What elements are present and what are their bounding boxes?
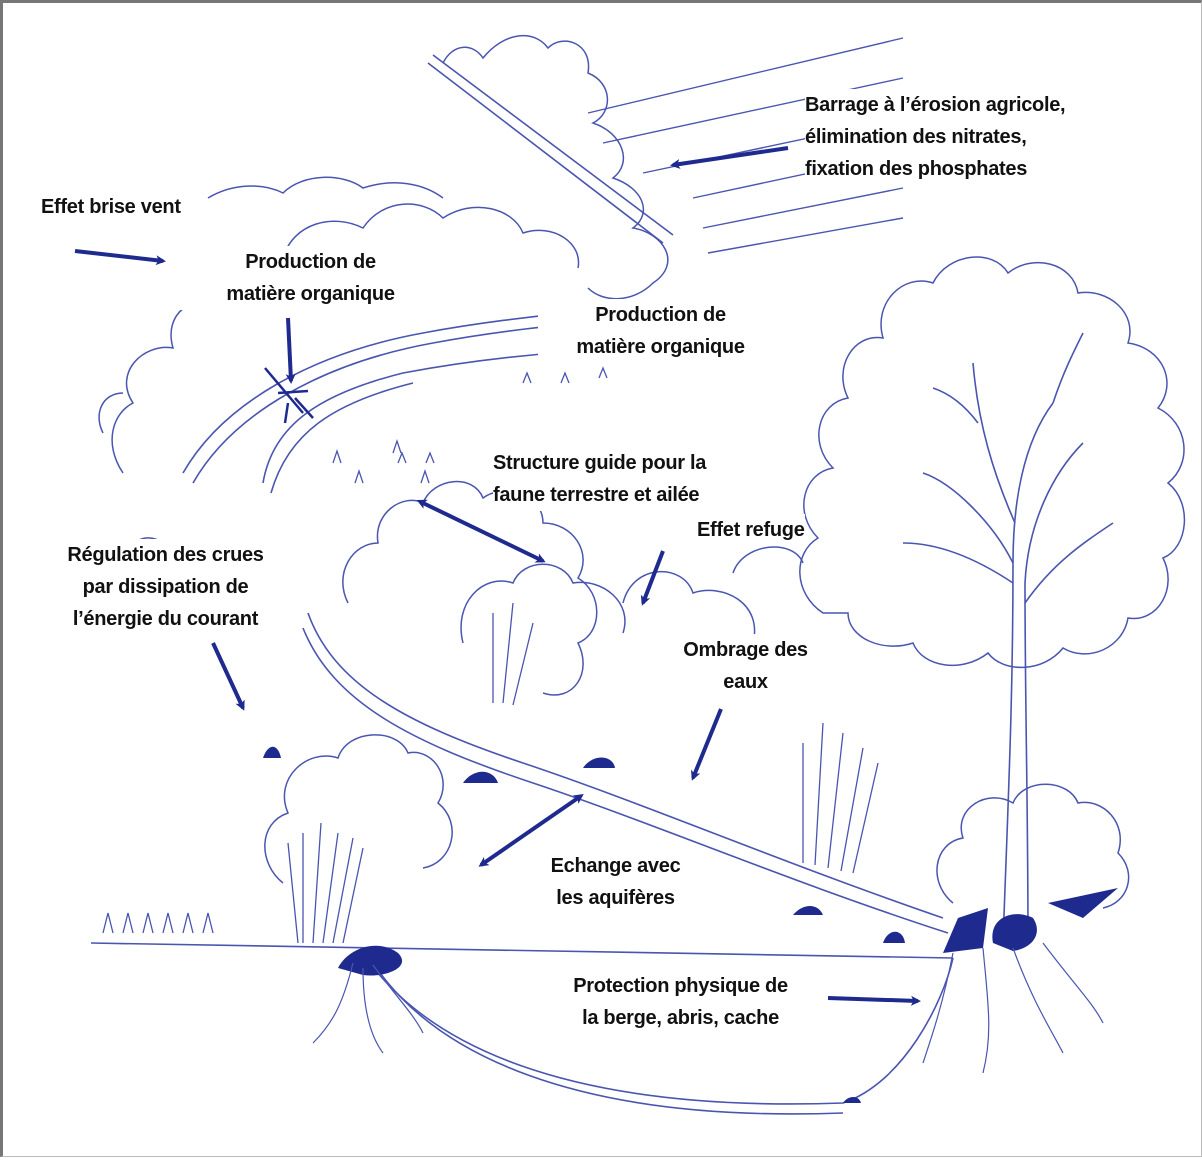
arrow-guide-structure [423, 503, 543, 561]
label-refuge: Effet refuge [697, 514, 805, 546]
arrow-refuge [643, 551, 663, 603]
label-guide-structure: Structure guide pour la faune terrestre … [493, 447, 706, 511]
label-bank-protection: Protection physique de la berge, abris, … [543, 970, 818, 1034]
label-organic-matter-2: Production de matière organique [538, 299, 783, 363]
label-flood-regulation: Régulation des crues par dissipation de … [43, 539, 288, 635]
arrow-organic-matter [288, 318, 291, 381]
label-windbreak: Effet brise vent [41, 191, 181, 223]
arrow-protection [828, 998, 918, 1001]
arrow-flood [213, 643, 243, 708]
upper-slope [428, 55, 673, 243]
label-shading: Ombrage des eaux [653, 634, 838, 698]
label-aquifer-exchange: Echange avec les aquifères [518, 850, 713, 914]
river-banks [91, 303, 953, 1114]
arrow-erosion [673, 148, 788, 165]
label-erosion-barrier: Barrage à l’érosion agricole, éliminatio… [805, 89, 1065, 185]
label-organic-matter-1: Production de matière organique [178, 246, 443, 310]
dark-clumps [263, 747, 1118, 1103]
arrow-shading [693, 709, 721, 778]
arrow-wind [75, 251, 163, 261]
tree-trunk [903, 333, 1113, 943]
